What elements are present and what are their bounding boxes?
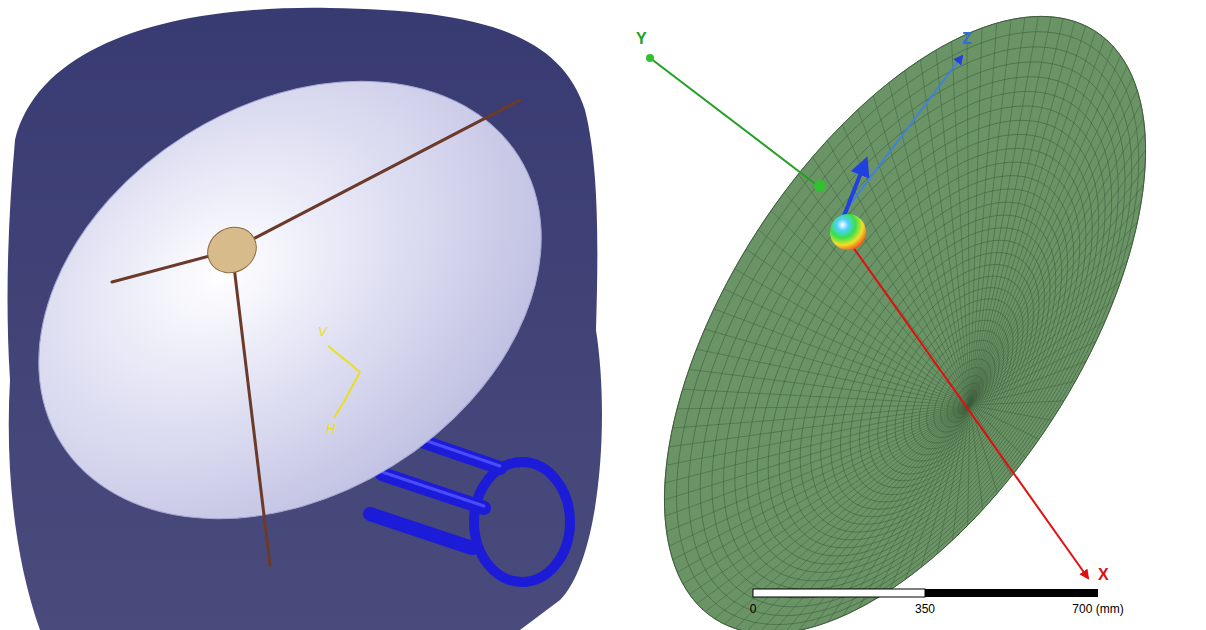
- mesh-spoke: [970, 405, 1052, 420]
- mesh-spoke: [970, 56, 1121, 405]
- mesh-spoke: [970, 134, 1145, 405]
- feed-struts: [112, 100, 520, 565]
- mesh-spoke: [970, 381, 1075, 405]
- mesh-spoke: [905, 405, 970, 579]
- coordinate-axes: [646, 54, 1088, 578]
- mesh-spoke: [937, 405, 970, 554]
- mesh-spoke: [970, 23, 997, 405]
- mesh-spoke: [905, 71, 970, 405]
- mesh-spoke: [858, 405, 970, 609]
- mesh-spoke: [697, 405, 970, 604]
- mesh-ring: [677, 32, 1139, 625]
- mesh-ring: [688, 47, 1131, 616]
- mesh-ring: [860, 265, 1034, 488]
- mesh-spoke: [970, 321, 1105, 405]
- mesh-spoke: [677, 405, 970, 409]
- mesh-spoke: [771, 211, 970, 405]
- mesh-spoke: [970, 78, 1133, 405]
- mesh-spoke: [665, 405, 970, 516]
- mesh-ring: [664, 16, 1145, 630]
- mesh-ring: [878, 288, 1023, 474]
- mesh-spoke: [673, 405, 970, 428]
- mesh-spoke: [968, 405, 970, 525]
- mesh-spoke: [683, 389, 970, 405]
- axis-letter: X: [1098, 566, 1109, 584]
- mesh-spoke: [970, 261, 1127, 405]
- mesh-spoke: [970, 104, 1141, 405]
- dish-reflector: [0, 0, 622, 608]
- axis-letter: H: [326, 422, 335, 436]
- mesh-spoke: [967, 34, 970, 405]
- mesh-spoke: [677, 405, 970, 572]
- mesh-spoke: [664, 405, 970, 500]
- mesh-spoke: [735, 269, 970, 405]
- mesh-spoke: [970, 38, 1105, 405]
- mesh-outline: [664, 16, 1145, 630]
- scale-value: 700 (mm): [1072, 603, 1123, 616]
- mesh-ring: [735, 106, 1105, 581]
- mesh-spoke: [666, 405, 970, 465]
- mesh-spoke: [705, 405, 970, 612]
- mesh-spoke: [858, 110, 970, 405]
- mesh-spoke: [714, 405, 970, 619]
- mesh-spoke: [970, 203, 1141, 405]
- mesh-spoke: [889, 83, 970, 405]
- mesh-ring: [841, 240, 1045, 502]
- mesh-spoke: [689, 405, 970, 594]
- axis-triad: [328, 346, 360, 418]
- mesh-spoke: [970, 361, 1086, 405]
- mesh-spoke: [936, 50, 970, 405]
- scale-value: 350: [915, 603, 935, 616]
- axis-letter: V: [318, 325, 327, 339]
- mesh-ring: [724, 91, 1112, 589]
- mesh-spoke: [970, 16, 1038, 405]
- scale-bar: [753, 589, 1098, 597]
- axis-letter: Z: [962, 30, 972, 48]
- mesh-dish: [664, 16, 1145, 630]
- mesh-spoke: [970, 22, 1075, 405]
- mesh-ring: [927, 350, 995, 438]
- mesh-spoke: [970, 150, 1146, 405]
- mesh-ring: [712, 77, 1118, 598]
- mesh-spoke: [970, 17, 1051, 405]
- mesh-spoke: [970, 26, 1086, 405]
- mesh-spoke: [970, 20, 1011, 405]
- mesh-spoke: [873, 96, 970, 405]
- mesh-spoke: [890, 405, 970, 590]
- mesh-spoke: [683, 405, 970, 584]
- mesh-spoke: [667, 405, 970, 532]
- mesh-spoke: [669, 405, 970, 447]
- mesh-spoke: [874, 405, 970, 600]
- axis-letter: Y: [636, 30, 647, 48]
- mesh-spoke: [970, 19, 1063, 405]
- mesh-spoke: [813, 157, 970, 405]
- mesh-spoke: [921, 405, 970, 567]
- mesh-spoke: [970, 401, 1064, 405]
- mesh-ring: [869, 276, 1028, 480]
- feed-disk: [199, 218, 264, 281]
- mesh-spoke: [665, 405, 970, 483]
- mesh-spoke: [843, 405, 970, 616]
- mesh-spoke: [705, 329, 970, 405]
- mesh-spoke: [673, 405, 970, 560]
- mesh-spoke: [970, 167, 1145, 405]
- scale-value: 0: [750, 603, 757, 616]
- mesh-spoke: [970, 31, 1096, 405]
- mesh-spoke: [970, 90, 1137, 405]
- mesh-spoke: [970, 281, 1121, 405]
- mesh-spoke: [689, 369, 970, 405]
- mesh-spoke: [758, 230, 970, 405]
- mesh-spoke: [970, 341, 1096, 405]
- mesh-spoke: [970, 185, 1144, 405]
- mesh-spoke: [669, 405, 970, 546]
